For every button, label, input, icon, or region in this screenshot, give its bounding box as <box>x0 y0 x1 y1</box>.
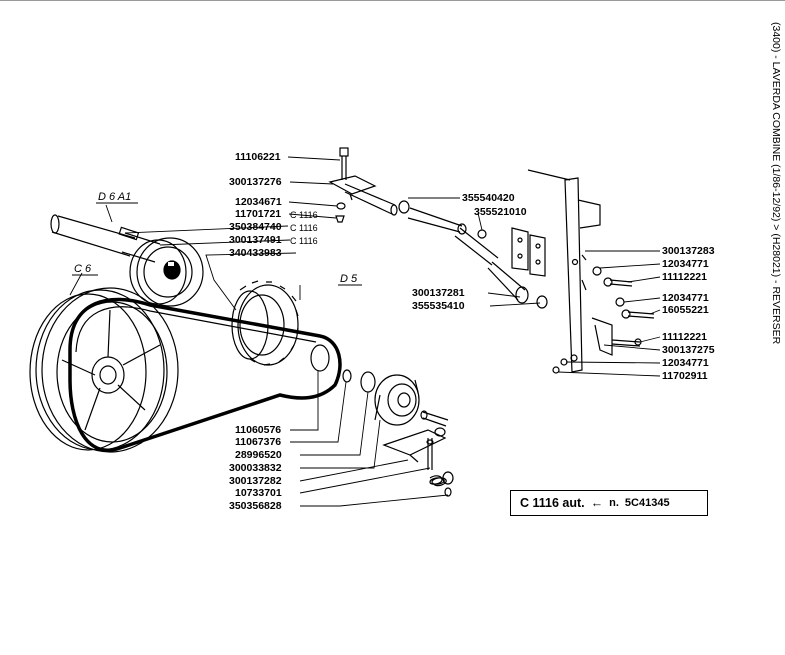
part-number: 11112221 <box>662 331 707 343</box>
group-label-d5: D 5 <box>340 273 358 285</box>
arrow-left-icon: ← <box>590 496 604 510</box>
model-note: C 1116 <box>290 210 318 220</box>
serial-prefix: n. <box>609 497 619 509</box>
cranked-lever <box>398 200 548 309</box>
page-title-vertical: (3400) - LAVERDA COMBINE (1/86-12/92) > … <box>770 22 782 382</box>
part-number: 300137275 <box>662 344 715 356</box>
sprocket <box>231 280 299 366</box>
part-number: 12034771 <box>662 258 709 270</box>
part-number: 11702911 <box>662 370 708 382</box>
small-plates <box>511 227 546 277</box>
part-number: 10733701 <box>235 487 282 499</box>
part-number: 12034671 <box>235 196 282 208</box>
serial-model: C 1116 aut. <box>520 496 585 510</box>
part-number: 11106221 <box>235 151 281 163</box>
model-note: C 1116 <box>290 223 318 233</box>
part-number: 350384740 <box>229 221 282 233</box>
top-border <box>0 0 785 1</box>
part-number: 300137491 <box>229 234 282 246</box>
idler-parts <box>310 344 449 427</box>
upper-bracket <box>328 147 398 223</box>
part-number: 11701721 <box>235 208 282 220</box>
group-label-d6a1: D 6 A1 <box>98 191 132 203</box>
serial-value: 5C41345 <box>624 497 670 509</box>
vertical-lever <box>527 169 601 374</box>
part-number: 300033832 <box>229 462 282 474</box>
drive-belt <box>68 297 342 452</box>
part-number: 11112221 <box>662 271 707 283</box>
part-number: 300137283 <box>662 245 715 257</box>
part-number: 300137276 <box>229 176 282 188</box>
part-number: 300137281 <box>412 287 465 299</box>
part-number: 12034771 <box>662 292 709 304</box>
part-number: 12034771 <box>662 357 709 369</box>
part-number: 350356828 <box>229 500 282 512</box>
page-title: (3400) - LAVERDA COMBINE (1/86-12/92) > … <box>770 22 782 345</box>
part-number: 11060576 <box>235 424 282 436</box>
drive-shaft <box>50 214 161 263</box>
leader-lines <box>69 156 661 507</box>
tension-arm <box>382 427 447 470</box>
part-number: 355521010 <box>474 206 527 218</box>
model-note: C 1116 <box>290 236 318 246</box>
part-number: 355535410 <box>412 300 465 312</box>
right-fasteners <box>591 266 655 356</box>
part-number: 11067376 <box>235 436 282 448</box>
part-number: 16055221 <box>662 304 709 316</box>
part-number: 300137282 <box>229 475 282 487</box>
part-number: 340433983 <box>229 247 282 259</box>
group-label-c6: C 6 <box>74 263 92 275</box>
part-number: 28996520 <box>235 449 282 461</box>
part-number: 355540420 <box>462 192 515 204</box>
small-pulley <box>129 237 204 307</box>
serial-number-box: C 1116 aut. ← n. 5C41345 <box>510 490 708 516</box>
spring <box>429 471 454 497</box>
group-underlines <box>72 202 362 286</box>
